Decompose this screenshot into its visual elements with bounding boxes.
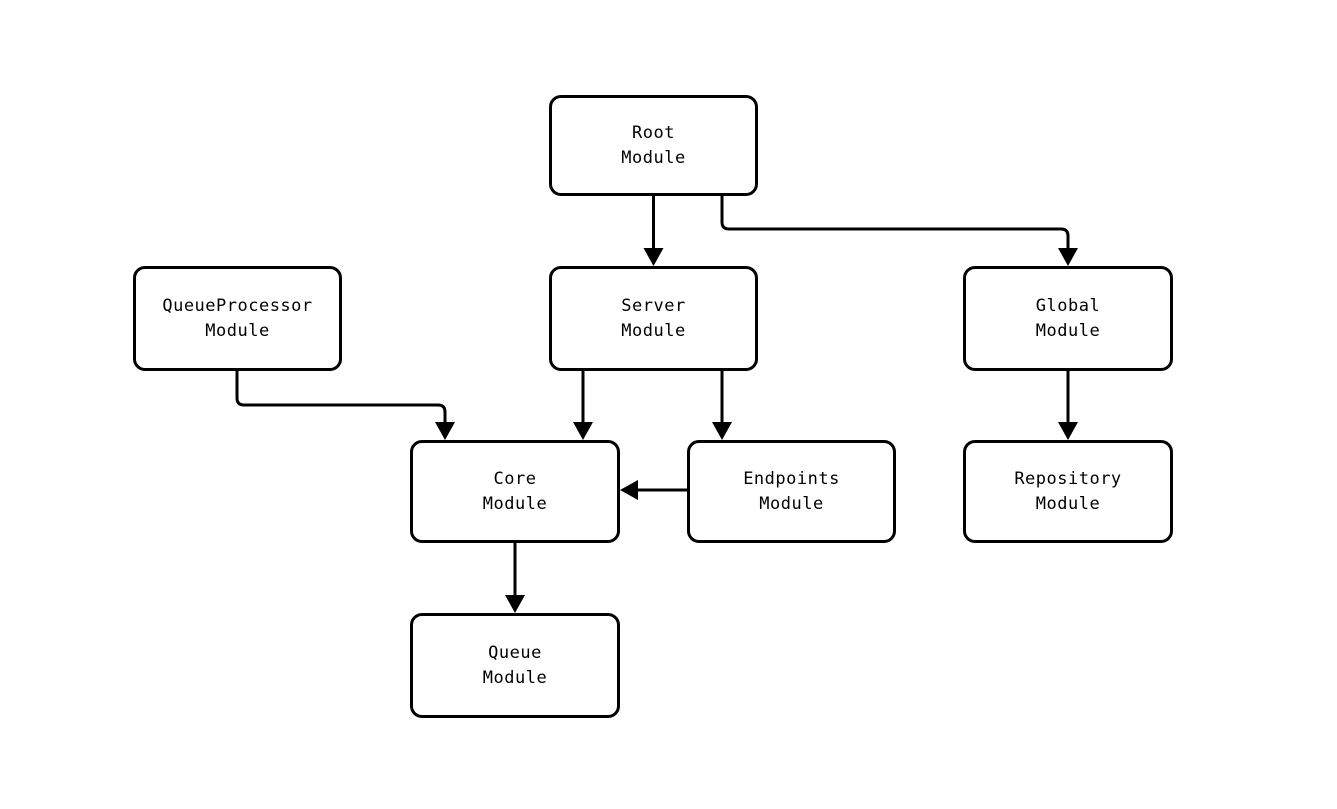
endpoints-module[interactable]: Endpoints Module bbox=[687, 440, 896, 543]
endpoints-module-label-line2: Module bbox=[759, 493, 824, 514]
repository-module-label-line1: Repository bbox=[1014, 468, 1122, 489]
root-module[interactable]: Root Module bbox=[549, 95, 758, 196]
root-module-label-line2: Module bbox=[621, 147, 686, 168]
edge-server-to-core bbox=[573, 371, 593, 440]
edge-core-to-queue bbox=[505, 543, 525, 613]
core-module-label-line1: Core bbox=[493, 468, 537, 489]
root-module-label-line1: Root bbox=[632, 122, 675, 143]
global-module-label-line1: Global bbox=[1035, 295, 1101, 316]
server-module[interactable]: Server Module bbox=[549, 266, 758, 371]
queueprocessor-module[interactable]: QueueProcessor Module bbox=[133, 266, 342, 371]
repository-module[interactable]: Repository Module bbox=[963, 440, 1173, 543]
server-module-label-line1: Server bbox=[621, 295, 686, 316]
queueprocessor-module-label-line2: Module bbox=[205, 320, 270, 341]
endpoints-module-label-line1: Endpoints bbox=[743, 468, 840, 489]
global-module-label-line2: Module bbox=[1035, 320, 1101, 341]
queue-module[interactable]: Queue Module bbox=[410, 613, 620, 718]
server-module-label-line2: Module bbox=[621, 320, 686, 341]
edge-global-to-repository bbox=[1058, 371, 1078, 440]
edge-root-to-global bbox=[720, 196, 1078, 266]
queue-module-label-line2: Module bbox=[482, 667, 548, 688]
repository-module-label-line2: Module bbox=[1035, 493, 1101, 514]
queueprocessor-module-label-line1: QueueProcessor bbox=[162, 295, 313, 316]
core-module-label-line2: Module bbox=[482, 493, 548, 514]
edge-server-to-endpoints bbox=[712, 371, 732, 440]
queue-module-label-line1: Queue bbox=[488, 642, 542, 663]
edge-root-to-server bbox=[643, 196, 664, 266]
core-module[interactable]: Core Module bbox=[410, 440, 620, 543]
edge-endpoints-to-core bbox=[620, 480, 687, 500]
global-module[interactable]: Global Module bbox=[963, 266, 1173, 371]
edge-queueprocessor-to-core bbox=[235, 371, 455, 440]
